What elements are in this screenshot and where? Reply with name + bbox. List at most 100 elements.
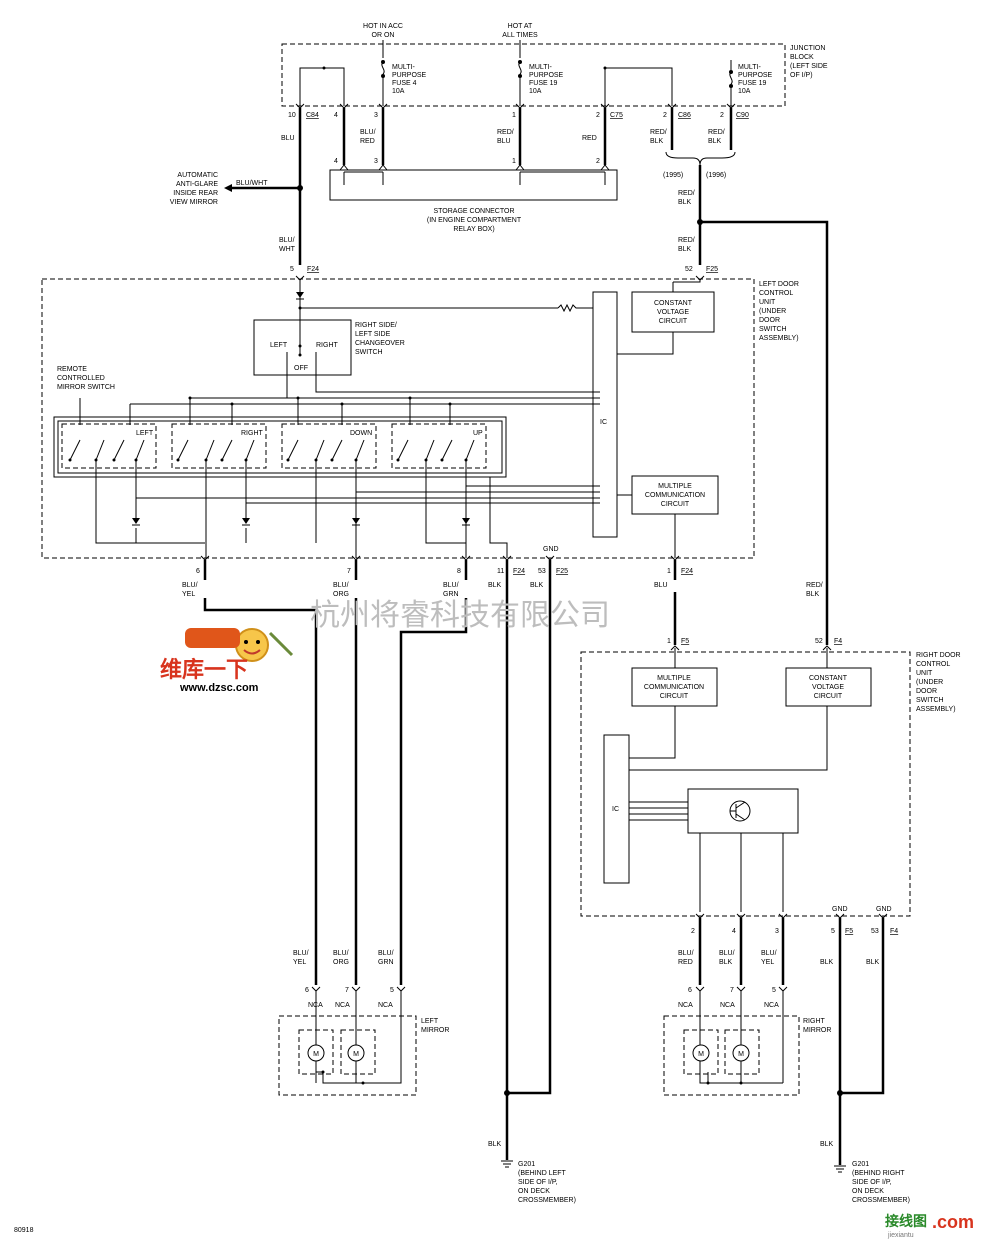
right-unit-label: RIGHT DOOR CONTROL UNIT (UNDER DOOR SWIT… xyxy=(916,652,961,713)
svg-text:YEL: YEL xyxy=(182,591,195,598)
year-1996: (1996) xyxy=(706,172,726,179)
left-mirror-box xyxy=(278,1015,417,1096)
svg-text:5: 5 xyxy=(772,987,776,994)
svg-text:(IN ENGINE COMPARTMENT: (IN ENGINE COMPARTMENT xyxy=(427,217,522,224)
ground-right-wire: BLK xyxy=(820,1141,834,1148)
ground-left-wire: BLK xyxy=(488,1141,502,1148)
svg-text:52: 52 xyxy=(685,266,693,273)
svg-text:RED/: RED/ xyxy=(708,129,725,136)
svg-text:C90: C90 xyxy=(736,112,749,119)
switch-right: RIGHT xyxy=(171,423,267,469)
svg-text:REMOTE: REMOTE xyxy=(57,366,87,373)
svg-text:2: 2 xyxy=(720,112,724,119)
svg-text:CROSSMEMBER): CROSSMEMBER) xyxy=(518,1197,576,1204)
auto-mirror-label: AUTOMATIC ANTI-GLARE INSIDE REAR VIEW MI… xyxy=(170,172,219,206)
svg-text:4: 4 xyxy=(334,112,338,119)
svg-text:BLK: BLK xyxy=(820,959,834,966)
left-mirror-pins: 6 7 5 NCA NCA NCA xyxy=(305,987,394,1009)
footer-code: 80918 xyxy=(14,1227,34,1234)
svg-text:FUSE 19: FUSE 19 xyxy=(738,80,767,87)
fuse-4-label: MULTI- PURPOSE FUSE 4 10A xyxy=(392,64,427,95)
transistor-block xyxy=(687,788,799,834)
svg-text:53: 53 xyxy=(538,568,546,575)
svg-text:5: 5 xyxy=(831,928,835,935)
ground-right-label: G201 (BEHIND RIGHT SIDE OF I/P, ON DECK … xyxy=(852,1161,910,1204)
ground-right-icon xyxy=(834,1165,846,1173)
auto-mirror-wire: BLU/WHT xyxy=(236,180,268,187)
svg-text:YEL: YEL xyxy=(293,959,306,966)
svg-text:OF I/P): OF I/P) xyxy=(790,72,813,79)
svg-text:BLU/: BLU/ xyxy=(443,582,459,589)
svg-text:M: M xyxy=(698,1051,704,1058)
svg-text:M: M xyxy=(313,1051,319,1058)
svg-text:COMMUNICATION: COMMUNICATION xyxy=(644,684,704,691)
right-mirror-motor-1: M xyxy=(692,1044,710,1062)
svg-text:RED/: RED/ xyxy=(806,582,823,589)
svg-text:BLK: BLK xyxy=(530,582,544,589)
svg-text:11: 11 xyxy=(497,568,504,575)
svg-text:1: 1 xyxy=(667,568,671,575)
svg-text:F4: F4 xyxy=(890,928,898,935)
svg-text:RED: RED xyxy=(678,959,693,966)
svg-text:(UNDER: (UNDER xyxy=(759,308,786,315)
storage-connector-box xyxy=(329,169,618,201)
top-wire-colors: BLU BLU/ RED RED/ BLU RED RED/ BLK RED/ … xyxy=(281,129,725,145)
svg-text:CHANGEOVER: CHANGEOVER xyxy=(355,340,405,347)
transistor-icon xyxy=(729,800,751,822)
svg-text:ORG: ORG xyxy=(333,591,349,598)
svg-text:4: 4 xyxy=(732,928,736,935)
svg-text:RED/: RED/ xyxy=(650,129,667,136)
svg-text:3: 3 xyxy=(775,928,779,935)
svg-text:BLK: BLK xyxy=(719,959,733,966)
left-mirror-wire-labels: BLU/ YEL BLU/ ORG BLU/ GRN xyxy=(293,950,394,966)
svg-text:BLK: BLK xyxy=(678,199,692,206)
svg-text:2: 2 xyxy=(691,928,695,935)
svg-text:53: 53 xyxy=(871,928,879,935)
left-unit-label: LEFT DOOR CONTROL UNIT (UNDER DOOR SWITC… xyxy=(759,281,799,342)
svg-text:LEFT DOOR: LEFT DOOR xyxy=(759,281,799,288)
svg-text:RIGHT: RIGHT xyxy=(316,342,339,349)
changeover-switch-box xyxy=(253,319,352,376)
svg-text:CONSTANT: CONSTANT xyxy=(809,675,848,682)
svg-text:5: 5 xyxy=(390,987,394,994)
svg-text:PURPOSE: PURPOSE xyxy=(392,72,427,79)
left-mirror-nca-3: NCA xyxy=(378,1002,393,1009)
svg-text:BLU/: BLU/ xyxy=(333,950,349,957)
svg-text:PURPOSE: PURPOSE xyxy=(529,72,564,79)
svg-text:UNIT: UNIT xyxy=(916,670,933,677)
right-mirror-motor-2: M xyxy=(732,1044,750,1062)
svg-text:2: 2 xyxy=(596,158,600,165)
svg-text:ANTI-GLARE: ANTI-GLARE xyxy=(176,181,218,188)
svg-text:F24: F24 xyxy=(307,266,319,273)
svg-text:SIDE OF I/P,: SIDE OF I/P, xyxy=(852,1179,892,1186)
svg-text:DOOR: DOOR xyxy=(759,317,780,324)
storage-pin-labels: 4 3 1 2 xyxy=(334,158,600,165)
svg-text:BLU/: BLU/ xyxy=(360,129,376,136)
svg-text:UP: UP xyxy=(473,430,483,437)
svg-text:8: 8 xyxy=(457,568,461,575)
svg-text:G201: G201 xyxy=(518,1161,535,1168)
svg-text:C84: C84 xyxy=(306,112,319,119)
right-mirror-label: RIGHT MIRROR xyxy=(803,1018,831,1034)
svg-text:IC: IC xyxy=(612,806,619,813)
svg-text:.com: .com xyxy=(932,1212,974,1232)
left-mirror-label: LEFT MIRROR xyxy=(421,1018,449,1034)
svg-text:BLK: BLK xyxy=(678,246,692,253)
svg-text:(LEFT SIDE: (LEFT SIDE xyxy=(790,63,828,70)
svg-text:接线图: 接线图 xyxy=(885,1213,927,1230)
fuse-19b-label: MULTI- PURPOSE FUSE 19 10A xyxy=(738,64,773,95)
svg-text:BLK: BLK xyxy=(488,582,502,589)
svg-text:FUSE 4: FUSE 4 xyxy=(392,80,417,87)
svg-text:CONSTANT: CONSTANT xyxy=(654,300,693,307)
svg-text:YEL: YEL xyxy=(761,959,774,966)
svg-text:BLK: BLK xyxy=(806,591,820,598)
svg-text:ASSEMBLY): ASSEMBLY) xyxy=(916,706,956,713)
left-mirror-motor-1: M xyxy=(307,1044,325,1062)
svg-text:RED: RED xyxy=(582,135,597,142)
svg-text:CIRCUIT: CIRCUIT xyxy=(814,693,843,700)
svg-text:BLU/: BLU/ xyxy=(719,950,735,957)
right-mirror-nca-1: NCA xyxy=(678,1002,693,1009)
left-mirror-nca-2: NCA xyxy=(335,1002,350,1009)
right-mirror-nca-2: NCA xyxy=(720,1002,735,1009)
